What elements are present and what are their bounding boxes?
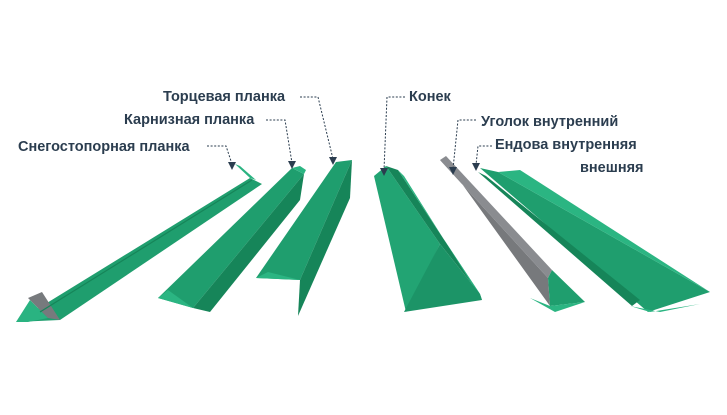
leader-lines: [207, 96, 492, 176]
snow-guard-flashing: [16, 164, 262, 322]
label-inner-corner: Уголок внутренний: [481, 114, 619, 130]
ridge-flashing: [374, 166, 482, 312]
label-gable-end: Торцевая планка: [163, 89, 286, 105]
gable-end-flashing: [256, 160, 352, 316]
arrow-snegostop: [228, 162, 236, 170]
valley-flashing: [478, 168, 710, 312]
leader-ugolok: [452, 119, 476, 170]
label-snow-guard: Снегостопорная планка: [18, 139, 190, 155]
label-valley-line1: Ендова внутренняя: [495, 137, 637, 153]
leader-konek: [383, 96, 405, 171]
leader-karniz: [266, 119, 293, 164]
label-valley-line2: внешняя: [580, 160, 644, 176]
arrow-endova: [472, 163, 480, 171]
label-eaves: Карнизная планка: [124, 112, 255, 128]
arrow-konek: [380, 168, 388, 176]
arrow-tortsevaya: [329, 157, 337, 165]
arrow-ugolok: [449, 167, 457, 175]
eaves-flashing: [158, 166, 306, 312]
inner-corner-flashing: [440, 156, 585, 312]
label-ridge: Конек: [409, 89, 451, 105]
leader-tortsevaya: [300, 96, 334, 160]
leader-endova: [475, 145, 492, 166]
arrow-karniz: [288, 161, 296, 169]
leader-snegostop: [207, 145, 233, 165]
